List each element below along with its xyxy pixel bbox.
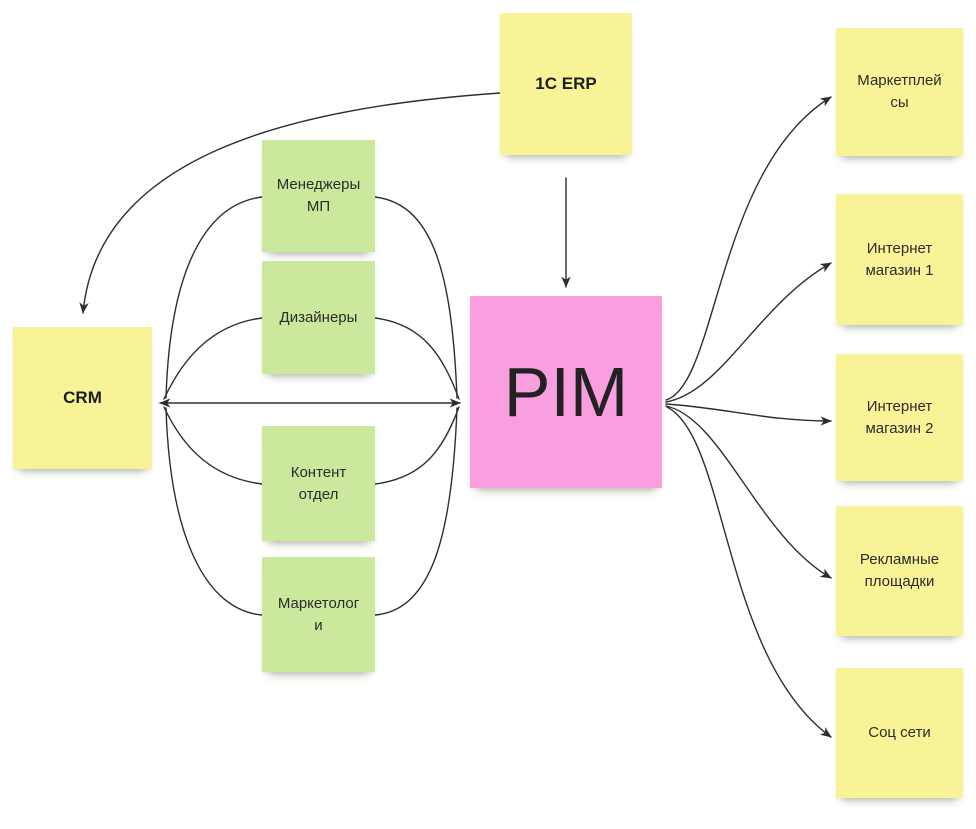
sticky-note-marketers[interactable]: Маркетологи bbox=[262, 557, 375, 672]
link-designers-left bbox=[163, 317, 263, 400]
social-networks-label: Соц сети bbox=[868, 724, 931, 742]
ad-platforms-label: Рекламные площадки bbox=[859, 551, 940, 590]
arrow-pim-to-ads bbox=[665, 405, 832, 579]
online-shop-1-label: Интернет магазин 1 bbox=[865, 239, 934, 279]
marketplaces-label: Маркетплейсы bbox=[857, 72, 942, 111]
pim-label: PIM bbox=[503, 353, 629, 431]
sticky-note-designers[interactable]: Дизайнеры bbox=[262, 261, 375, 374]
link-content-left bbox=[163, 406, 263, 485]
link-managers-right bbox=[374, 196, 458, 399]
sticky-note-online-shop-1[interactable]: Интернет магазин 1 bbox=[836, 194, 963, 325]
marketers-label: Маркетологи bbox=[277, 594, 360, 634]
sticky-note-ad-platforms[interactable]: Рекламные площадки bbox=[836, 506, 963, 636]
link-marketers-right bbox=[374, 407, 458, 616]
arrow-pim-to-marketplaces bbox=[665, 96, 832, 401]
sticky-note-online-shop-2[interactable]: Интернет магазин 2 bbox=[836, 354, 963, 481]
link-content-right bbox=[374, 406, 460, 485]
arrow-erp-to-crm bbox=[79, 92, 501, 314]
arrow-pim-to-shop1 bbox=[665, 262, 832, 403]
sticky-note-marketplaces[interactable]: Маркетплейсы bbox=[836, 28, 963, 156]
sticky-note-content-dept[interactable]: Контент отдел bbox=[262, 426, 375, 541]
sticky-note-social-networks[interactable]: Соц сети bbox=[836, 668, 963, 798]
arrow-pim-to-shop2 bbox=[665, 403, 832, 426]
link-managers-left bbox=[165, 196, 263, 399]
sticky-note-managers[interactable]: Менеджеры МП bbox=[262, 140, 375, 252]
sticky-note-crm[interactable]: CRM bbox=[13, 327, 152, 469]
managers-label: Менеджеры МП bbox=[276, 176, 361, 215]
designers-label: Дизайнеры bbox=[279, 308, 358, 326]
link-designers-right bbox=[374, 317, 460, 400]
erp-label: 1C ERP bbox=[535, 73, 597, 93]
online-shop-2-label: Интернет магазин 2 bbox=[865, 397, 934, 437]
sticky-note-pim[interactable]: PIM bbox=[470, 296, 662, 488]
content-dept-label: Контент отдел bbox=[290, 463, 347, 503]
crm-label: CRM bbox=[63, 387, 102, 407]
sticky-note-erp[interactable]: 1C ERP bbox=[500, 13, 632, 155]
link-marketers-left bbox=[165, 407, 263, 616]
arrow-pim-to-social bbox=[666, 406, 832, 738]
